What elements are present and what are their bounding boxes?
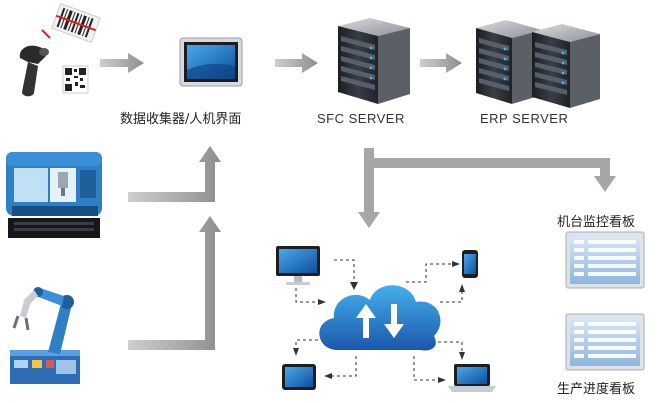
robot-arm-icon	[10, 287, 80, 384]
tablet-icon	[282, 364, 316, 390]
touch-panel-icon	[179, 37, 243, 87]
barcode-scanner-icon	[19, 2, 101, 97]
dashboard-board-icon	[565, 313, 645, 371]
arrow-sfc-to-erp	[420, 53, 462, 73]
erp-server-label: ERP SERVER	[480, 111, 569, 126]
arrow-robot-to-collector	[128, 216, 221, 350]
server-icon	[338, 18, 410, 104]
arrow-panel-to-sfc	[275, 53, 318, 73]
dashed-connectors	[295, 259, 463, 381]
dashboard-board-icon	[565, 231, 645, 289]
cloud-icon	[319, 285, 441, 351]
collector-label: 数据收集器/人机界面	[120, 112, 242, 127]
smartphone-icon	[462, 250, 478, 278]
arrow-scanner-to-panel	[100, 53, 144, 73]
qr-code-icon	[62, 65, 89, 94]
progress-board-label: 生产进度看板	[557, 382, 636, 397]
arrow-sfc-to-cloud-and-boards	[358, 148, 616, 228]
laptop-icon	[448, 364, 496, 392]
desktop-monitor-icon	[276, 246, 320, 285]
sfc-server-label: SFC SERVER	[317, 111, 405, 126]
machine-board-label: 机台监控看板	[557, 215, 636, 230]
cnc-machine-icon	[6, 152, 102, 238]
arrow-cnc-to-collector	[128, 146, 221, 202]
server-icon	[532, 24, 600, 108]
